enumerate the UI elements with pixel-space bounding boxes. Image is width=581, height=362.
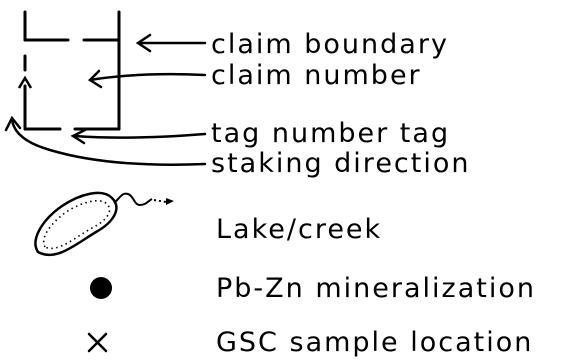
lake-creek-label: Lake/creek <box>216 214 383 245</box>
claim-number-arrow <box>88 69 207 89</box>
creek-arrowhead <box>166 198 174 205</box>
gsc-sample-location-label: GSC sample location <box>216 327 534 358</box>
creek-line <box>113 192 153 207</box>
box-start-arrow <box>17 75 33 89</box>
tag-number-tag-label: tag number tag <box>211 118 451 149</box>
claim-boundary-arrow <box>135 33 207 53</box>
lake-creek-symbol <box>34 191 174 257</box>
staking-direction-label: staking direction <box>211 148 471 179</box>
lake-dotted-shore <box>43 200 111 250</box>
tag-number-tag-arrow <box>70 128 207 145</box>
pb-zn-mineralization-symbol <box>90 277 112 299</box>
claim-box-symbol <box>23 10 121 131</box>
claim-number-label: claim number <box>211 60 422 91</box>
claim-boundary-label: claim boundary <box>211 29 449 60</box>
staking-direction-arrow <box>4 115 207 166</box>
gsc-sample-location-symbol <box>87 332 108 353</box>
lake-outline <box>34 191 118 257</box>
pb-zn-mineralization-label: Pb-Zn mineralization <box>216 273 536 304</box>
creek-dotted <box>153 199 167 203</box>
